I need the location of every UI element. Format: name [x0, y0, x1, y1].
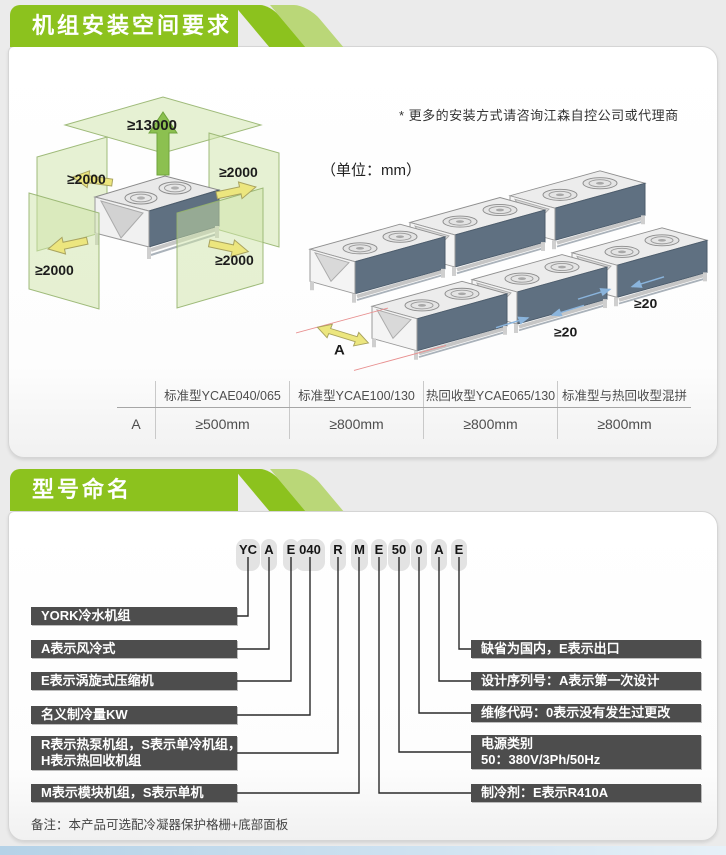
section1-title: 机组安装空间要求 [32, 13, 233, 38]
gap-arrow-icons [495, 276, 665, 329]
table-value-cell: ≥800mm [423, 408, 557, 439]
right-label-box: 电源类别 50：380V/3Ph/50Hz [471, 735, 701, 769]
table-value-cell: ≥800mm [289, 408, 423, 439]
banner-background [10, 5, 238, 47]
row-spacing-label: A [334, 343, 345, 358]
left-label-box: A表示风冷式 [31, 640, 237, 658]
table-header-cell: 热回收型YCAE065/130 [423, 381, 557, 407]
model-code-pill: A [261, 539, 277, 571]
label-line: R表示热泵机组，S表示单冷机组， [41, 737, 242, 752]
clearance-label: ≥2000 [35, 262, 74, 278]
code-letter: YC [238, 542, 258, 557]
left-label-box: 名义制冷量KW [31, 706, 237, 724]
code-letter: E [454, 542, 464, 557]
left-label-box: R表示热泵机组，S表示单冷机组， H表示热回收机组 [31, 736, 242, 770]
section1-banner: 机组安装空间要求 [10, 5, 350, 47]
model-code-pill: R [330, 539, 346, 571]
clearance-label: ≥2000 [215, 252, 254, 268]
label-line: 制冷剂：E表示R410A [481, 785, 609, 800]
right-label-box: 制冷剂：E表示R410A [471, 784, 701, 802]
table-header-row: 标准型YCAE040/065 标准型YCAE100/130 热回收型YCAE06… [117, 381, 691, 408]
model-code-pill: E [451, 539, 467, 571]
gap-arrow-icon [630, 276, 665, 288]
label-line: 名义制冷量KW [41, 707, 128, 722]
left-label-box: E表示涡旋式压缩机 [31, 672, 237, 690]
up-arrow-icon [148, 111, 178, 176]
row-spacing-markers [296, 307, 447, 371]
gap-arrow-icon [577, 288, 612, 300]
right-label-box: 设计序列号：A表示第一次设计 [471, 672, 701, 690]
model-code-pill: 50 [388, 539, 410, 571]
clearance-table: 标准型YCAE040/065 标准型YCAE100/130 热回收型YCAE06… [117, 381, 691, 439]
code-letter: E [374, 542, 384, 557]
footer-strip [0, 846, 726, 855]
table-value-cell: ≥800mm [557, 408, 691, 439]
label-line: H表示热回收机组 [41, 753, 142, 768]
label-line: 缺省为国内，E表示出口 [481, 641, 620, 656]
left-label-box: YORK冷水机组 [31, 607, 237, 625]
model-code-pill: 0 [411, 539, 427, 571]
label-line: 电源类别 [481, 736, 534, 751]
code-letter: A [434, 542, 444, 557]
top-clearance-label: ≥13000 [127, 117, 177, 134]
label-line: M表示模块机组，S表示单机 [41, 785, 204, 800]
code-letter: 040 [299, 542, 321, 557]
gap-arrow-icon [550, 304, 585, 317]
fan-icon [158, 181, 192, 195]
label-line: 50：380V/3Ph/50Hz [481, 752, 601, 767]
unit-module [372, 281, 507, 359]
label-line: YORK冷水机组 [41, 608, 131, 623]
unit-module [310, 224, 445, 302]
left-label-box: M表示模块机组，S表示单机 [31, 784, 237, 802]
measurement-unit-label: （单位：mm） [321, 162, 421, 179]
naming-note: 备注：本产品可选配冷凝器保护格栅+底部面板 [31, 818, 289, 832]
model-code-pill: A [431, 539, 447, 571]
gap-label: ≥20 [634, 297, 657, 311]
gap-label: ≥20 [554, 325, 577, 339]
code-letter: R [333, 542, 343, 557]
table-row-header: A [131, 415, 141, 432]
multi-unit-spacing-diagram: A ≥20 ≥20 [296, 169, 716, 371]
code-letter: E [286, 542, 296, 557]
model-code-pill: M [351, 539, 368, 571]
label-line: 设计序列号：A表示第一次设计 [481, 673, 660, 688]
table-corner-cell [117, 381, 155, 407]
model-code-pill: YC [236, 539, 260, 571]
code-letter: 50 [391, 542, 407, 557]
table-row: A ≥500mm ≥800mm ≥800mm ≥800mm [117, 408, 691, 439]
installation-space-panel: * 更多的安装方式请咨询江森自控公司或代理商 （单位：mm） [8, 46, 718, 458]
right-label-box: 缺省为国内，E表示出口 [471, 640, 701, 658]
label-line: 维修代码：0表示没有发生过更改 [481, 705, 671, 720]
section2-banner: 型号命名 [10, 469, 350, 511]
table-header-cell: 标准型YCAE100/130 [289, 381, 423, 407]
section2-title: 型号命名 [32, 477, 133, 502]
gap-arrow-icon [495, 316, 530, 329]
installation-note: * 更多的安装方式请咨询江森自控公司或代理商 [399, 108, 679, 123]
table-value-cell: ≥500mm [155, 408, 289, 439]
fan-icon [124, 191, 158, 205]
clearance-label: ≥2000 [219, 164, 258, 180]
code-letter: A [264, 542, 274, 557]
connector-lines [237, 557, 471, 794]
model-naming-panel: YC A E 040 R M E 50 0 A E YORK冷水机组 A表示风冷… [8, 511, 718, 841]
code-letter: 0 [415, 542, 423, 557]
right-label-box: 维修代码：0表示没有发生过更改 [471, 704, 701, 722]
table-header-cell: 标准型与热回收型混拼 [557, 381, 691, 407]
table-header-cell: 标准型YCAE040/065 [155, 381, 289, 407]
banner-background [10, 469, 238, 511]
model-code-pill: E [371, 539, 387, 571]
single-unit-clearance-diagram: ≥13000 ≥2000 ≥2000 ≥2000 ≥2000 [28, 96, 280, 310]
label-line: E表示涡旋式压缩机 [41, 673, 154, 688]
code-letter: M [354, 542, 365, 557]
label-line: A表示风冷式 [41, 641, 116, 656]
clearance-label: ≥2000 [67, 171, 106, 187]
